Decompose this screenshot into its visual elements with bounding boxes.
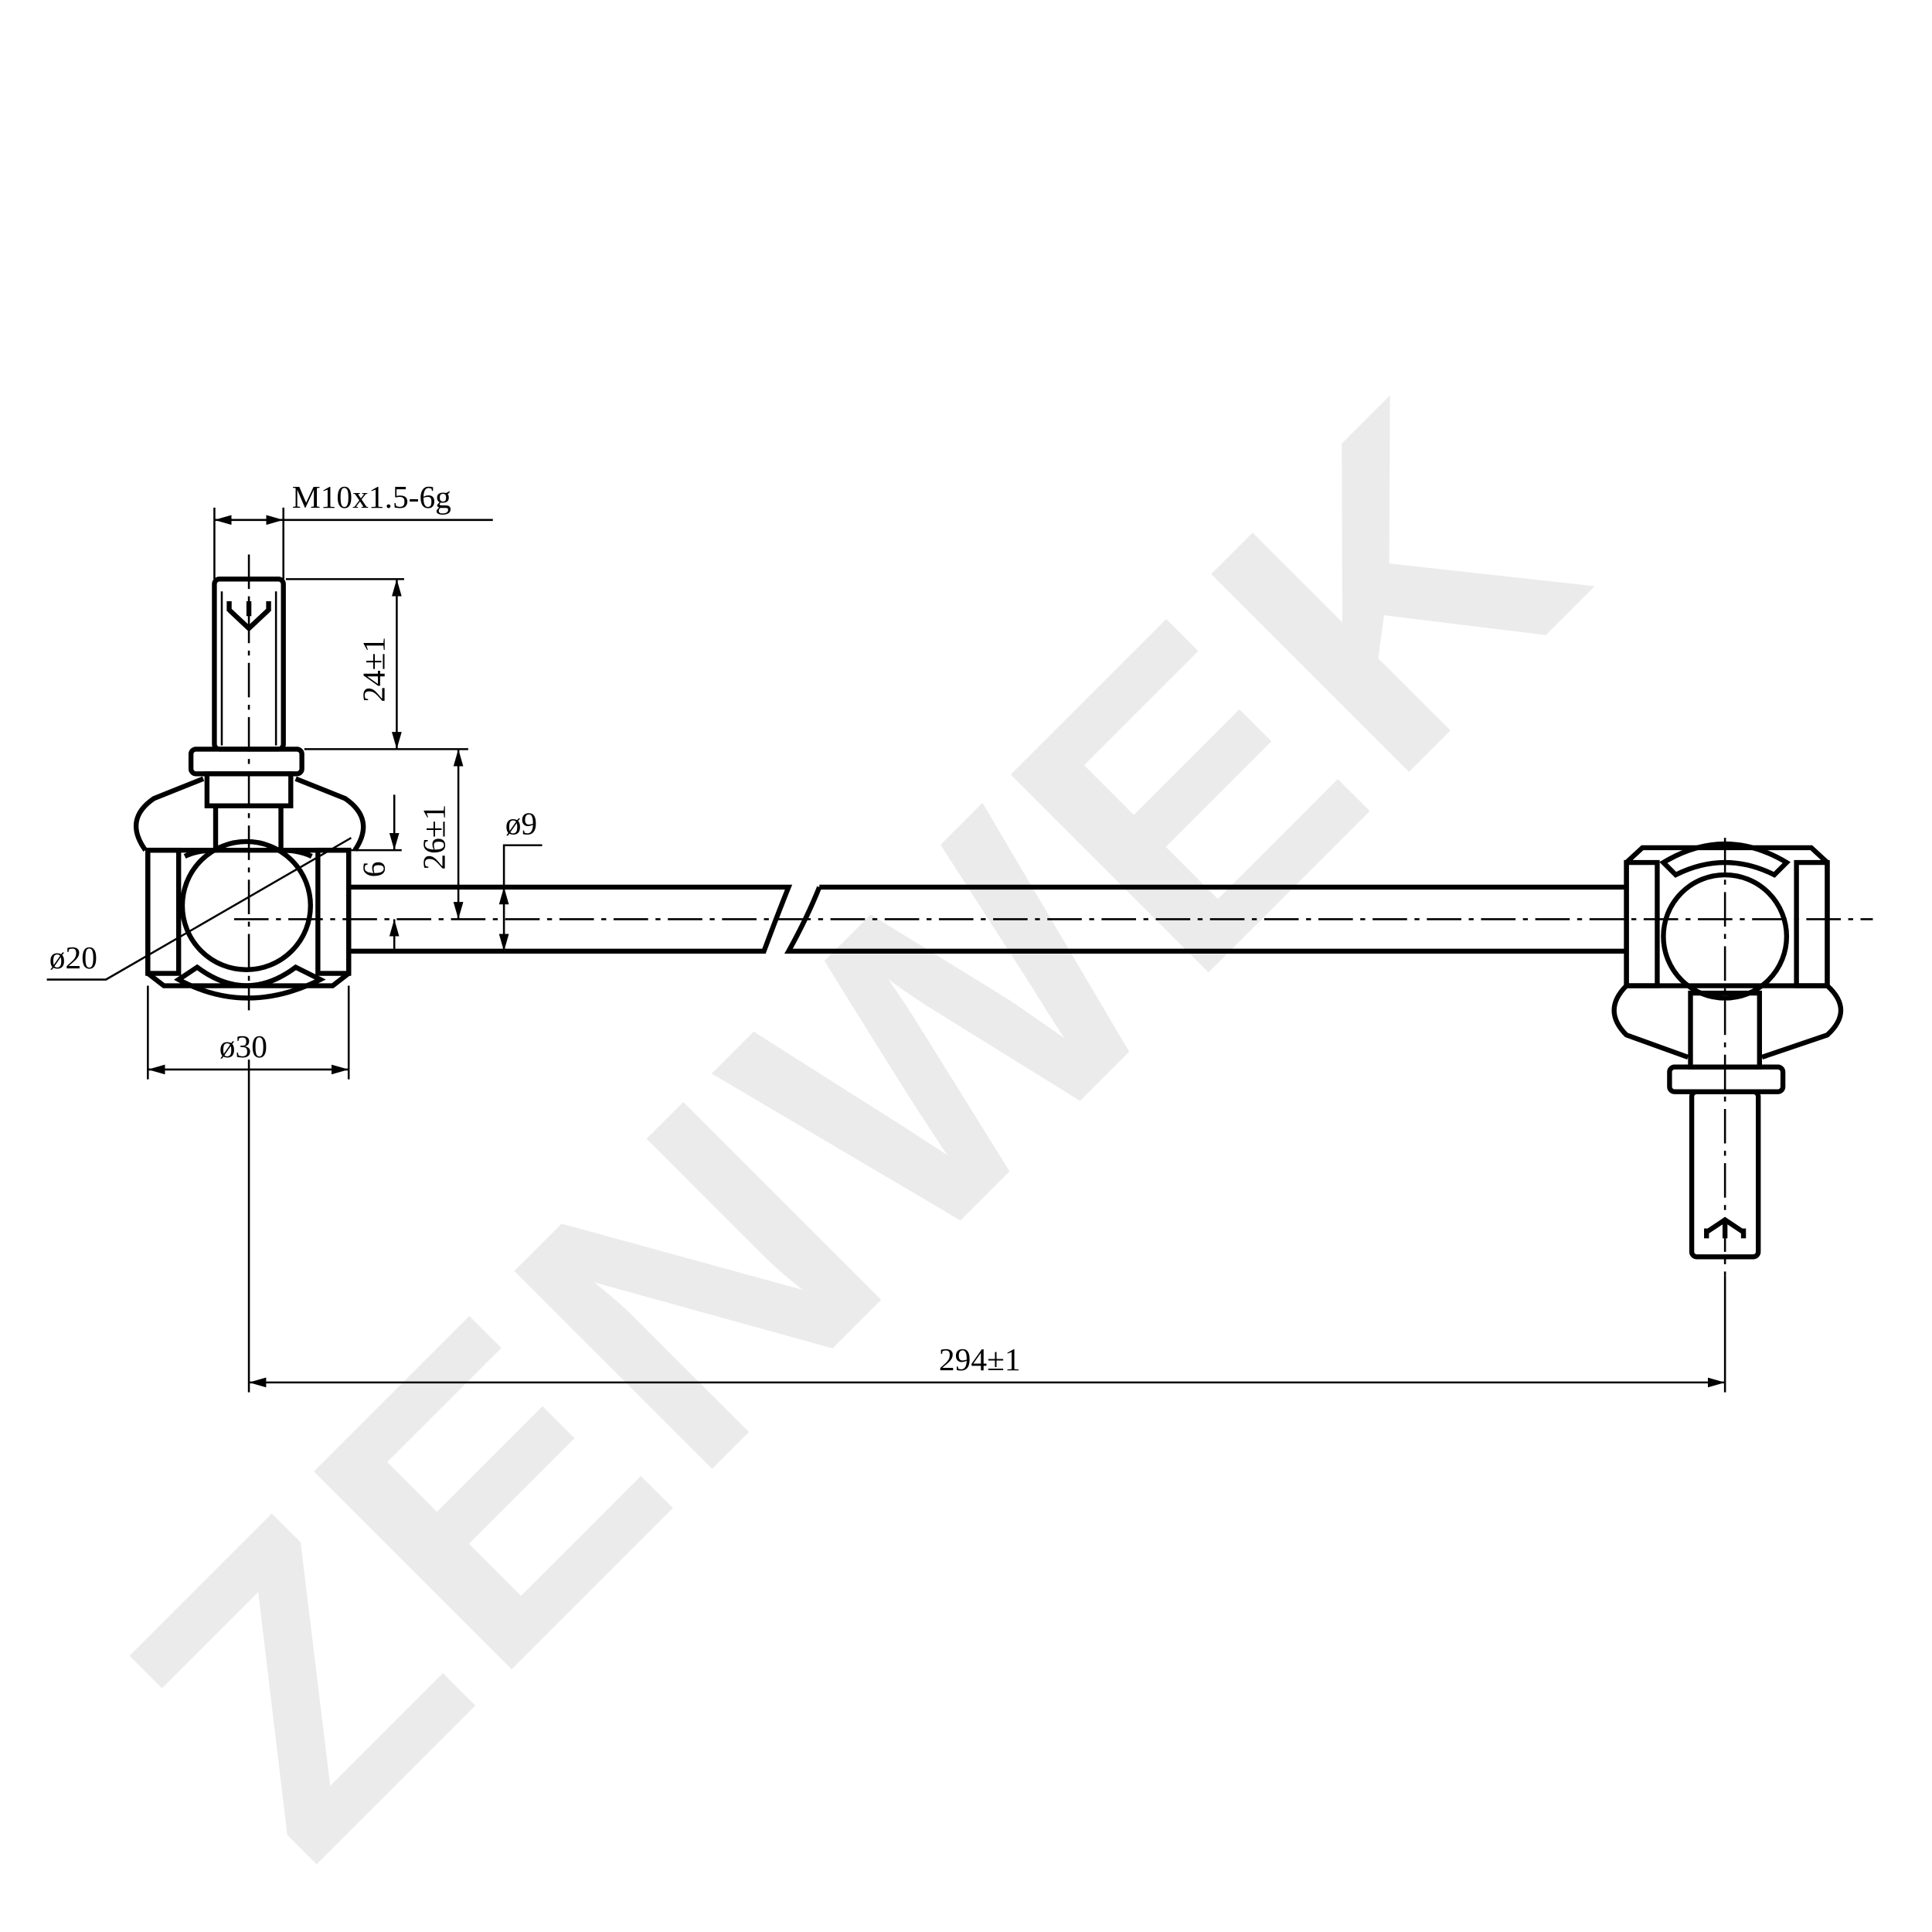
- dimension-stud-length: 24±1: [285, 578, 468, 750]
- dimension-ball-height: 26±1: [417, 749, 464, 920]
- dimension-offset: 6: [351, 794, 402, 949]
- offset-label: 6: [355, 861, 391, 877]
- dimension-thread: M10x1.5-6g: [213, 479, 493, 580]
- stud-length-label: 24±1: [355, 637, 391, 702]
- right-threaded-stud: [1689, 1089, 1761, 1260]
- dimension-ball-diameter: ø20: [46, 837, 352, 981]
- ball-diameter-label: ø20: [49, 940, 97, 975]
- housing-diameter-label: ø30: [219, 1029, 267, 1064]
- right-ball-joint: [1611, 838, 1844, 1276]
- right-boot: [1611, 984, 1844, 1060]
- left-ball-joint: [133, 554, 366, 1011]
- rod-diameter-label: ø9: [505, 805, 537, 841]
- dimension-housing-diameter: ø30: [147, 985, 350, 1080]
- watermark: ZENWEK: [49, 315, 1668, 1932]
- right-collar: [1667, 1064, 1786, 1094]
- thread-label: M10x1.5-6g: [292, 479, 451, 515]
- left-housing: [145, 847, 352, 988]
- dimension-rod-diameter: ø9: [498, 805, 543, 951]
- total-length-label: 294±1: [939, 1342, 1021, 1377]
- left-ball: [179, 838, 313, 972]
- ball-height-label: 26±1: [417, 804, 452, 870]
- right-ball: [1661, 872, 1790, 1001]
- dimension-total-length: 294±1: [247, 1060, 1726, 1393]
- left-boot: [133, 776, 366, 852]
- left-collar: [188, 747, 304, 777]
